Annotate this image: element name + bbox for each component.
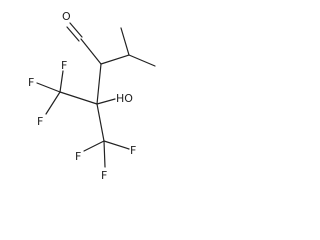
bond-cho-c2 [80, 38, 102, 65]
atom-label-fluorine-2: F [61, 59, 67, 72]
bond-c3-cf3-left [59, 91, 98, 105]
bond-carbonyl-double-a [69, 22, 83, 38]
atom-label-fluorine-6: F [101, 169, 107, 182]
cf3-group-bottom [83, 103, 130, 168]
bond-cf-1 [36, 82, 61, 93]
atom-label-hydroxyl: HO [116, 92, 133, 105]
bond-cf-2 [59, 70, 64, 93]
molecule-structure: O HO F F F F F F [0, 0, 171, 208]
bond-c2-ch [100, 54, 130, 65]
cf3-group-left [36, 70, 98, 115]
isopropyl-group [100, 27, 156, 67]
bond-cf-6 [103, 140, 106, 168]
bond-c3-cf3-bottom [96, 103, 105, 142]
molecule-svg: O HO F F F F F F [28, 10, 156, 182]
bond-cf-5 [83, 140, 105, 152]
atom-label-fluorine-5: F [75, 150, 81, 163]
atom-label-fluorine-3: F [37, 115, 43, 128]
bond-cf-3 [45, 91, 61, 115]
atom-label-oxygen-aldehyde: O [62, 10, 71, 23]
bond-ch-methyl-up [120, 27, 130, 56]
bond-ch-methyl-right [128, 54, 156, 67]
bond-c2-c3 [96, 63, 102, 105]
atom-label-fluorine-4: F [130, 144, 136, 157]
bond-cf-4 [103, 140, 130, 150]
aldehyde-group [66, 22, 102, 65]
atom-label-fluorine-1: F [28, 76, 34, 89]
bond-carbonyl-double-b [66, 26, 80, 42]
bond-c3-hydroxyl [96, 98, 116, 105]
